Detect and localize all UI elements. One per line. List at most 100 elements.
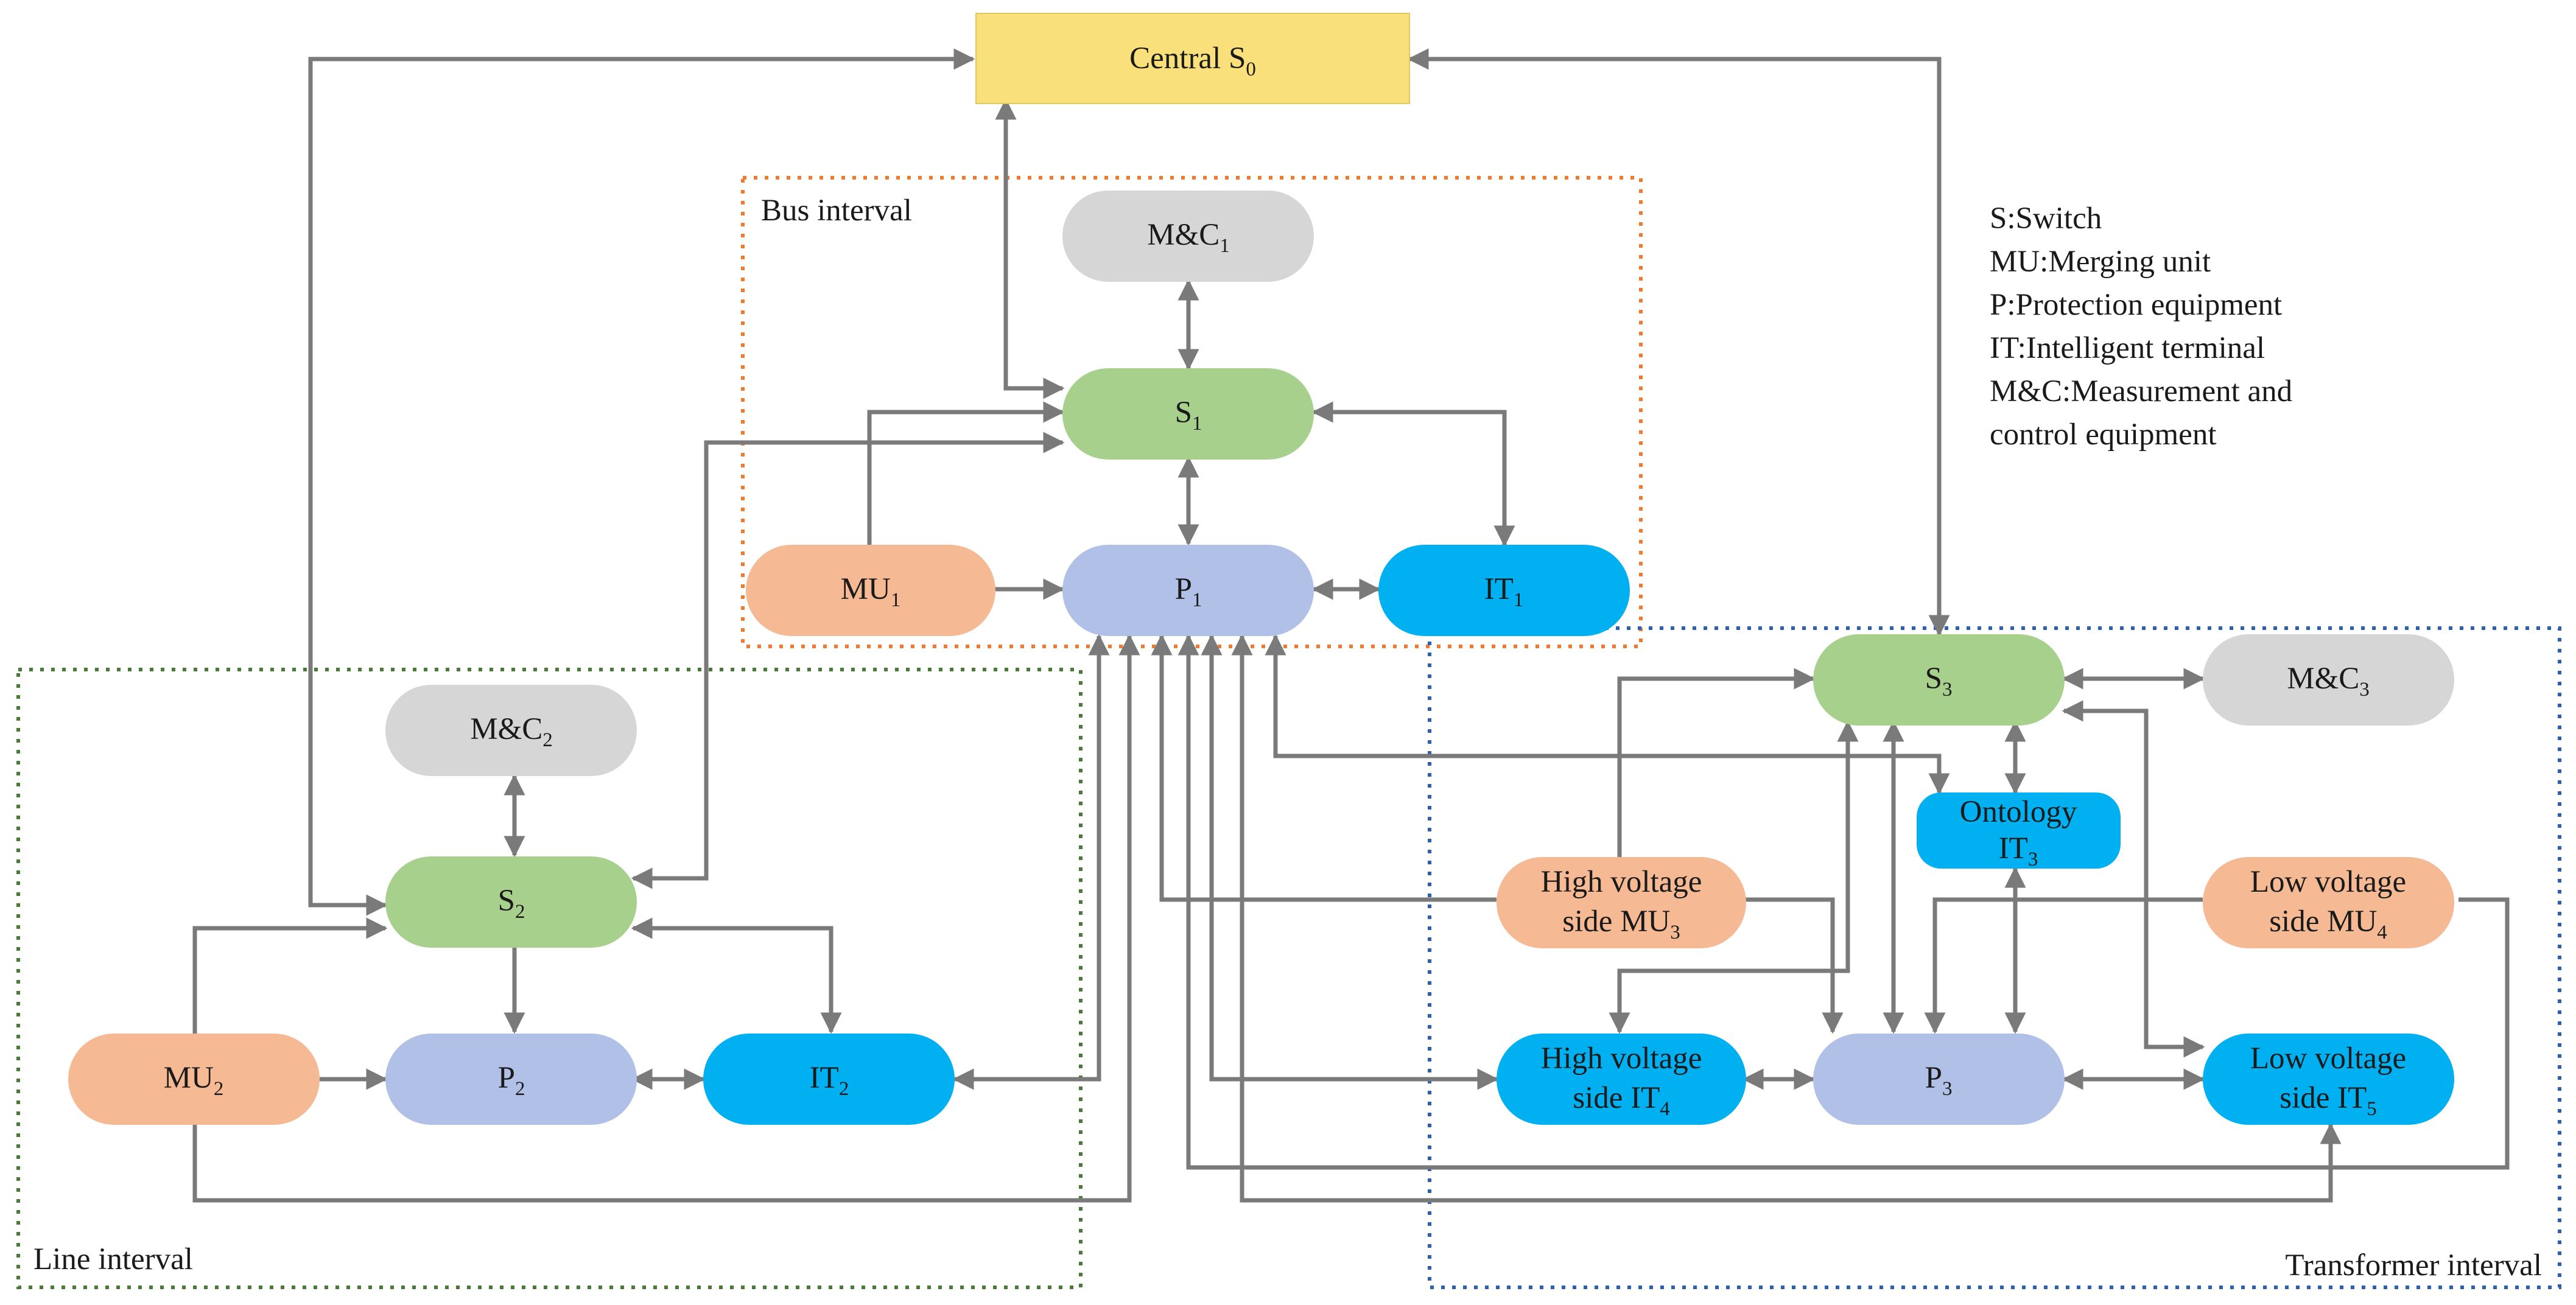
svg-text:side IT5: side IT5 xyxy=(2279,1081,2377,1120)
svg-text:IT3: IT3 xyxy=(1999,831,2038,870)
node-s2: S2 xyxy=(385,856,637,948)
svg-text:side MU3: side MU3 xyxy=(1562,904,1680,943)
node-lv-mu4: Low voltage side MU4 xyxy=(2203,857,2454,948)
it2-subscript: 2 xyxy=(839,1078,849,1100)
edge-s0-s1 xyxy=(995,98,1065,399)
svg-text:P3: P3 xyxy=(1925,1061,1953,1100)
node-mu1: MU1 xyxy=(746,545,995,636)
legend-line-5: M&C:Measurement and xyxy=(1990,374,2292,408)
svg-text:P1: P1 xyxy=(1175,572,1202,611)
lv-mu4-subscript: 4 xyxy=(2377,922,2387,943)
node-hv-mu3: High voltage side MU3 xyxy=(1497,857,1746,948)
svg-text:IT2: IT2 xyxy=(810,1061,849,1100)
mc3-label: M&C xyxy=(2287,662,2359,696)
p2-label: P xyxy=(498,1061,515,1095)
nodes: Central S0 M&C1 S1 MU1 P1 IT1 xyxy=(68,13,2454,1125)
mc2-subscript: 2 xyxy=(542,729,553,751)
p3-subscript: 3 xyxy=(1942,1078,1953,1100)
hv-it4-label: side IT xyxy=(1573,1081,1660,1115)
edge-mu1-s1 xyxy=(867,401,1065,545)
svg-text:S1: S1 xyxy=(1175,396,1202,435)
edge-hvmu3-s3 xyxy=(1617,668,1816,857)
svg-text:P2: P2 xyxy=(498,1061,525,1100)
hv-mu3-line1: High voltage xyxy=(1541,865,1702,899)
node-central-s0: Central S0 xyxy=(975,13,1410,104)
edge-s3-lvit5 xyxy=(2062,700,2205,1058)
node-hv-it4: High voltage side IT4 xyxy=(1497,1034,1746,1125)
svg-text:MU1: MU1 xyxy=(841,572,901,611)
ontology-it3-label: IT xyxy=(1999,831,2028,866)
hv-mu3-subscript: 3 xyxy=(1670,922,1680,943)
legend-line-3: P:Protection equipment xyxy=(1990,288,2282,322)
edge-s3-hvit4 xyxy=(1609,720,1859,1034)
mc1-label: M&C xyxy=(1147,218,1220,252)
it1-subscript: 1 xyxy=(1514,589,1524,611)
legend: S:Switch MU:Merging unit P:Protection eq… xyxy=(1990,201,2292,452)
it2-label: IT xyxy=(810,1061,839,1095)
legend-line-6: control equipment xyxy=(1990,418,2217,452)
node-mc3: M&C3 xyxy=(2203,634,2454,726)
node-ontology-it3: Ontology IT3 xyxy=(1917,792,2121,870)
mc3-subscript: 3 xyxy=(2359,679,2370,701)
svg-text:M&C1: M&C1 xyxy=(1147,218,1230,257)
node-mc2: M&C2 xyxy=(385,685,637,776)
line-interval-label: Line interval xyxy=(33,1242,193,1276)
edge-s1-s2 xyxy=(631,432,1065,889)
svg-text:side MU4: side MU4 xyxy=(2269,904,2387,943)
lv-it5-line1: Low voltage xyxy=(2250,1041,2406,1076)
p3-label: P xyxy=(1925,1061,1942,1095)
edge-lvmu4-p1 xyxy=(1177,634,2510,1170)
edge-s1-it1 xyxy=(1311,401,1515,547)
node-lv-it5: Low voltage side IT5 xyxy=(2203,1034,2454,1125)
svg-text:side IT4: side IT4 xyxy=(1573,1081,1670,1120)
lv-mu4-line1: Low voltage xyxy=(2250,865,2406,899)
edge-hvit4-p1 xyxy=(1201,634,1499,1090)
mu1-label: MU xyxy=(841,572,891,606)
p1-subscript: 1 xyxy=(1192,589,1202,611)
transformer-interval-label: Transformer interval xyxy=(2285,1248,2542,1282)
edge-mu2-s2 xyxy=(192,917,388,1035)
edge-lvmu4-p3 xyxy=(1924,897,2203,1034)
edge-s2-it2 xyxy=(631,917,842,1034)
svg-text:S3: S3 xyxy=(1925,662,1953,701)
mu1-subscript: 1 xyxy=(891,589,901,611)
edge-it2-p1 xyxy=(952,634,1110,1090)
node-mc1: M&C1 xyxy=(1062,191,1314,282)
hv-it4-subscript: 4 xyxy=(1660,1098,1670,1120)
svg-text:MU2: MU2 xyxy=(164,1061,224,1100)
lv-it5-subscript: 5 xyxy=(2367,1098,2377,1120)
hv-it4-line1: High voltage xyxy=(1541,1041,1702,1076)
edge-mu2-p1 xyxy=(192,634,1140,1203)
bus-interval-label: Bus interval xyxy=(761,194,912,228)
mu2-subscript: 2 xyxy=(214,1078,224,1100)
node-p2: P2 xyxy=(385,1034,637,1125)
svg-text:IT1: IT1 xyxy=(1484,572,1524,611)
svg-text:M&C2: M&C2 xyxy=(470,712,553,751)
s2-subscript: 2 xyxy=(515,901,525,923)
node-s3: S3 xyxy=(1813,634,2065,726)
central-s0-subscript: 0 xyxy=(1246,58,1256,80)
ontology-it3-line1: Ontology xyxy=(1960,795,2077,829)
svg-text:M&C3: M&C3 xyxy=(2287,662,2370,701)
region-labels: Bus interval Line interval Transformer i… xyxy=(33,194,2542,1282)
node-p3: P3 xyxy=(1813,1034,2065,1125)
node-mu2: MU2 xyxy=(68,1034,320,1125)
legend-line-2: MU:Merging unit xyxy=(1990,245,2211,279)
node-s1: S1 xyxy=(1062,368,1314,460)
mu2-label: MU xyxy=(164,1061,214,1095)
s1-subscript: 1 xyxy=(1192,413,1202,435)
ontology-it3-subscript: 3 xyxy=(2028,848,2038,870)
svg-text:S2: S2 xyxy=(498,884,525,923)
s3-subscript: 3 xyxy=(1942,679,1953,701)
legend-line-1: S:Switch xyxy=(1990,201,2102,236)
edge-hvmu3-p3 xyxy=(1744,897,1844,1034)
central-s0-label: Central S xyxy=(1129,41,1246,75)
edge-lvit5-p1 xyxy=(1231,634,2342,1203)
it1-label: IT xyxy=(1484,572,1514,606)
node-it1: IT1 xyxy=(1378,545,1630,636)
edge-s0-s2 xyxy=(308,48,975,916)
lv-mu4-label: side MU xyxy=(2269,904,2377,939)
node-p1: P1 xyxy=(1062,545,1314,636)
mc1-subscript: 1 xyxy=(1220,235,1230,257)
